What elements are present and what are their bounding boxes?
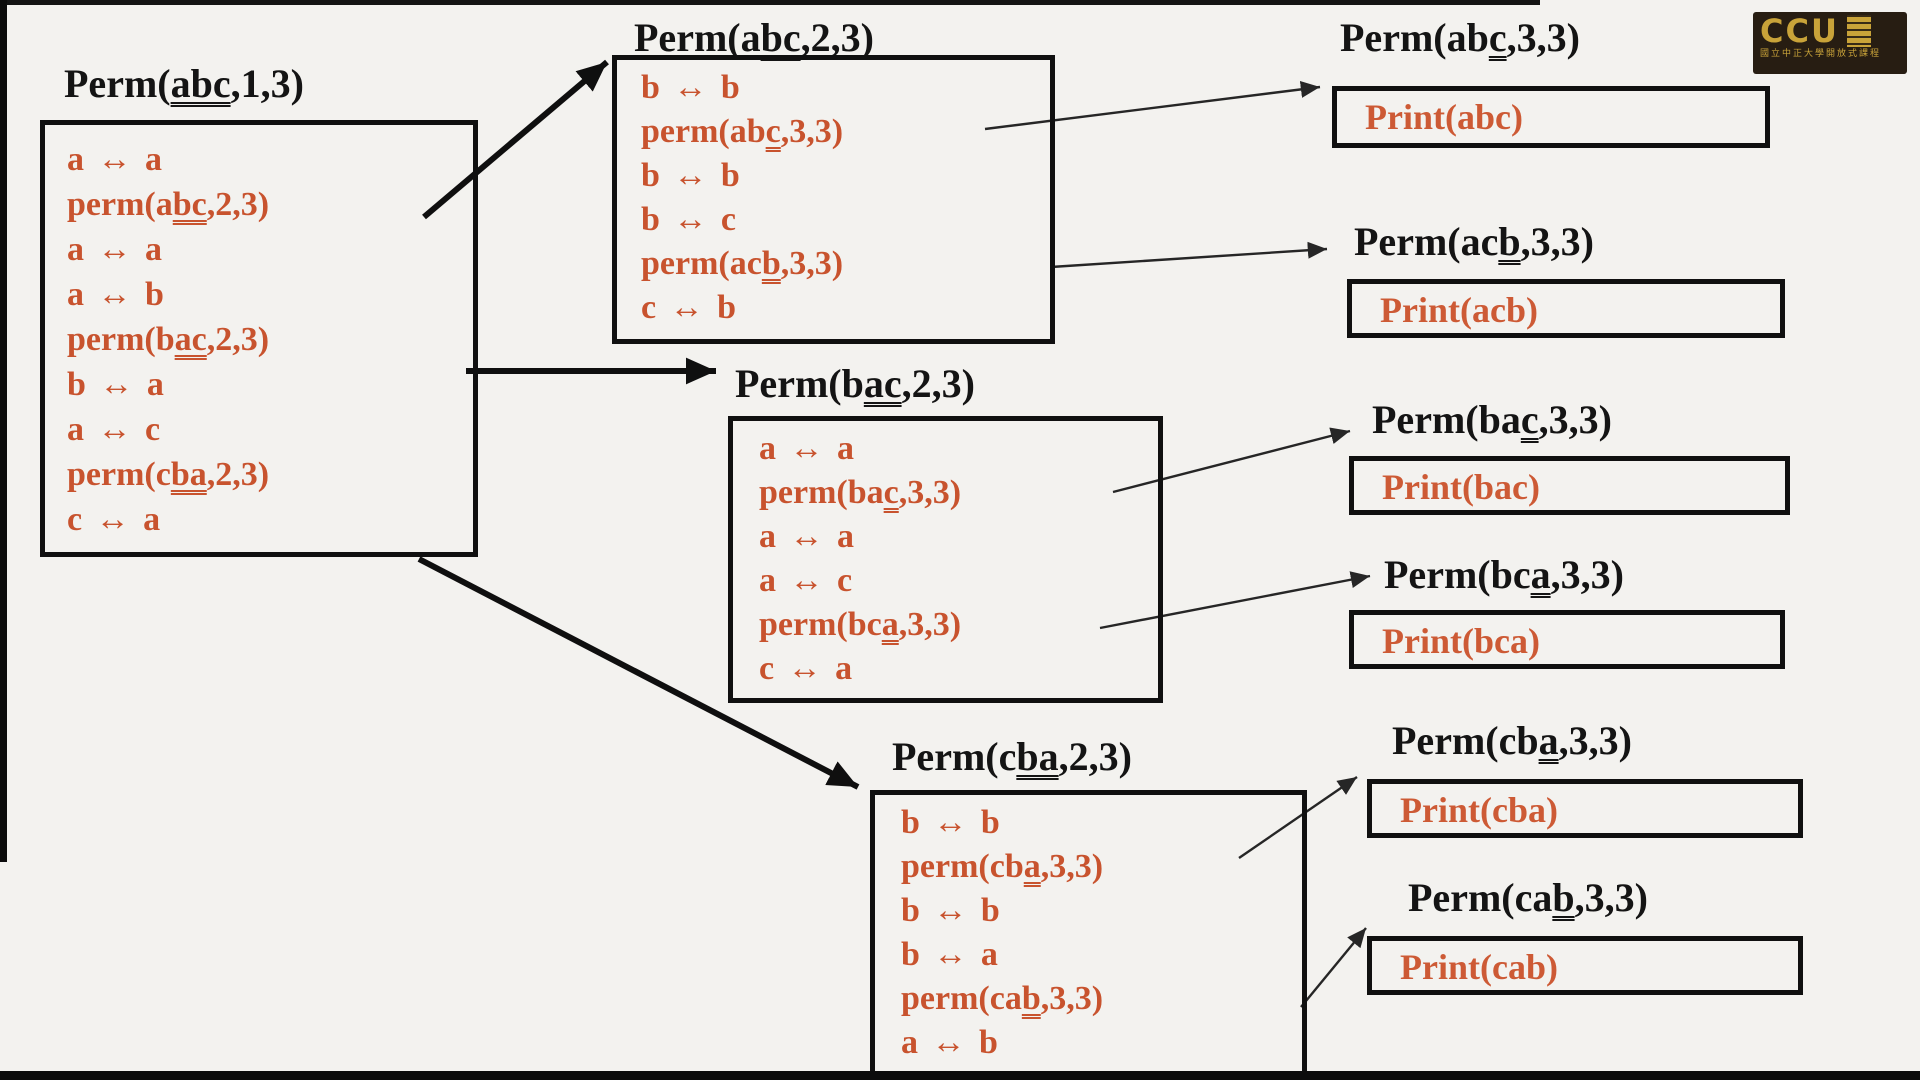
trace-line: b ↔ a [901,936,998,973]
trace-line: a ↔ a [759,518,854,555]
node-title-perm-cba-3-3: Perm(cba,3,3) [1392,718,1632,763]
node-title-perm-abc-1-3: Perm(abc,1,3) [64,61,304,106]
arrow-to-print-cab [1300,927,1367,1008]
call-box-perm-abc-1-3: a ↔ a perm(abc,2,3) a ↔ a a ↔ b perm(bac,2,3… [40,120,478,557]
trace-line: a ↔ c [759,562,853,599]
print-statement: Print(cba) [1400,790,1558,830]
print-statement: Print(acb) [1380,290,1538,330]
trace-line: c ↔ a [67,501,161,538]
trace-line: a ↔ b [67,276,164,313]
trace-line: perm(acb,3,3) [641,245,844,282]
trace-lines: a ↔ a perm(bac,3,3) a ↔ a a ↔ c perm(bca,3,3… [733,421,1158,691]
trace-line: a ↔ c [67,411,161,448]
trace-line: c ↔ a [759,650,853,687]
node-title-perm-bac-3-3: Perm(bac,3,3) [1372,397,1612,442]
trace-line: a ↔ a [759,430,854,467]
node-title-perm-bca-3-3: Perm(bca,3,3) [1384,552,1624,597]
print-box-cab: Print(cab) [1367,936,1803,995]
node-title-perm-cab-3-3: Perm(cab,3,3) [1408,875,1648,920]
trace-line: b ↔ a [67,366,164,403]
trace-line: perm(bca,3,3) [759,606,962,643]
trace-line: perm(cba,2,3) [67,456,270,493]
trace-line: a ↔ b [901,1024,998,1061]
print-box-bca: Print(bca) [1349,610,1785,669]
node-title-perm-abc-3-3: Perm(abc,3,3) [1340,15,1580,60]
call-box-perm-bac-2-3: a ↔ a perm(bac,3,3) a ↔ a a ↔ c perm(bca,3,3… [728,416,1163,703]
trace-line: c ↔ b [641,289,736,326]
node-title-perm-abc-2-3: Perm(abc,2,3) [634,15,874,60]
logo-badge-icon [1846,15,1871,47]
trace-line: b ↔ b [641,69,740,106]
trace-line: a ↔ a [67,231,162,268]
trace-lines: b ↔ b perm(cba,3,3) b ↔ b b ↔ a perm(cab,3,3… [875,795,1302,1065]
trace-line: a ↔ a [67,141,162,178]
trace-line: perm(abc,2,3) [67,186,270,223]
print-statement: Print(cab) [1400,947,1558,987]
arrow-to-print-acb [1050,241,1328,269]
print-box-abc: Print(abc) [1332,86,1770,148]
print-statement: Print(bca) [1382,621,1540,661]
trace-line: b ↔ b [901,804,1000,841]
call-box-perm-abc-2-3: b ↔ b perm(abc,3,3) b ↔ b b ↔ c perm(acb,3,3… [612,55,1055,344]
trace-line: perm(cba,3,3) [901,848,1104,885]
logo-text: CCU [1760,12,1839,50]
logo-subtitle: 國立中正大學開放式課程 [1760,49,1882,59]
frame-edge-top [0,0,1540,5]
trace-line: b ↔ b [641,157,740,194]
trace-line: perm(bac,3,3) [759,474,962,511]
node-title-perm-acb-3-3: Perm(acb,3,3) [1354,219,1594,264]
frame-edge-bottom [0,1071,1920,1080]
node-title-perm-cba-2-3: Perm(cba,2,3) [892,734,1132,779]
print-statement: Print(abc) [1365,97,1523,137]
print-box-cba: Print(cba) [1367,779,1803,838]
print-box-bac: Print(bac) [1349,456,1790,515]
trace-lines: b ↔ b perm(abc,3,3) b ↔ b b ↔ c perm(acb,3,3… [617,60,1050,330]
trace-line: perm(abc,3,3) [641,113,844,150]
trace-line: b ↔ b [901,892,1000,929]
frame-edge-left [0,0,7,862]
trace-line: b ↔ c [641,201,736,238]
node-title-perm-bac-2-3: Perm(bac,2,3) [735,361,975,406]
print-statement: Print(bac) [1382,467,1540,507]
call-box-perm-cba-2-3: b ↔ b perm(cba,3,3) b ↔ b b ↔ a perm(cab,3,3… [870,790,1307,1080]
print-box-acb: Print(acb) [1347,279,1785,338]
trace-lines: a ↔ a perm(abc,2,3) a ↔ a a ↔ b perm(bac,2,3… [45,125,473,542]
trace-line: perm(bac,2,3) [67,321,270,358]
trace-line: perm(cab,3,3) [901,980,1104,1017]
ccu-ocw-logo: CCU 國立中正大學開放式課程 [1753,12,1907,74]
